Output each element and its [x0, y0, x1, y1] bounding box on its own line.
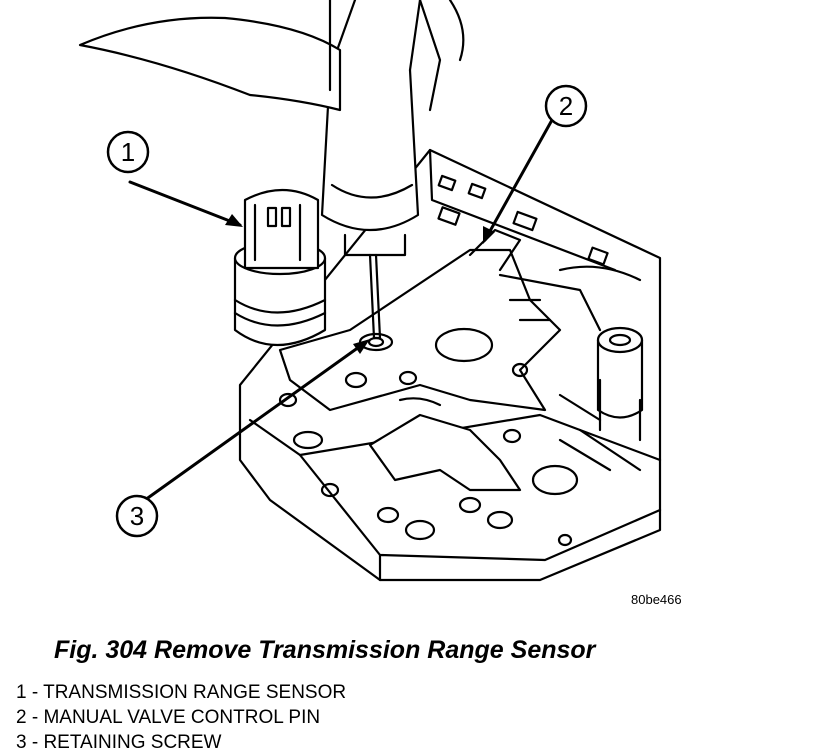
callout-3	[115, 494, 159, 538]
legend: 1 - TRANSMISSION RANGE SENSOR 2 - MANUAL…	[16, 680, 346, 755]
control-rod	[498, 265, 642, 332]
callout-1	[106, 130, 150, 174]
hand	[78, 0, 465, 112]
range-sensor	[233, 189, 327, 346]
legend-item: 2 - MANUAL VALVE CONTROL PIN	[16, 707, 321, 728]
callout-3-number: 3	[130, 501, 144, 531]
figure-id: 80be466	[631, 592, 682, 607]
valve-clip	[368, 397, 522, 492]
screwdriver	[320, 0, 422, 352]
leader-arrows	[128, 118, 554, 502]
legend-item: 1 - TRANSMISSION RANGE SENSOR	[16, 682, 347, 703]
figure-caption: Fig. 304 Remove Transmission Range Senso…	[54, 636, 596, 664]
legend-item: 3 - RETAINING SCREW	[16, 732, 222, 753]
callout-1-number: 1	[121, 137, 135, 167]
illustration: 1 2 3	[78, 0, 662, 582]
manual-lever-plate	[278, 228, 562, 412]
callout-2-number: 2	[559, 91, 573, 121]
callout-2	[544, 84, 588, 128]
valve-cylinder	[596, 326, 644, 419]
